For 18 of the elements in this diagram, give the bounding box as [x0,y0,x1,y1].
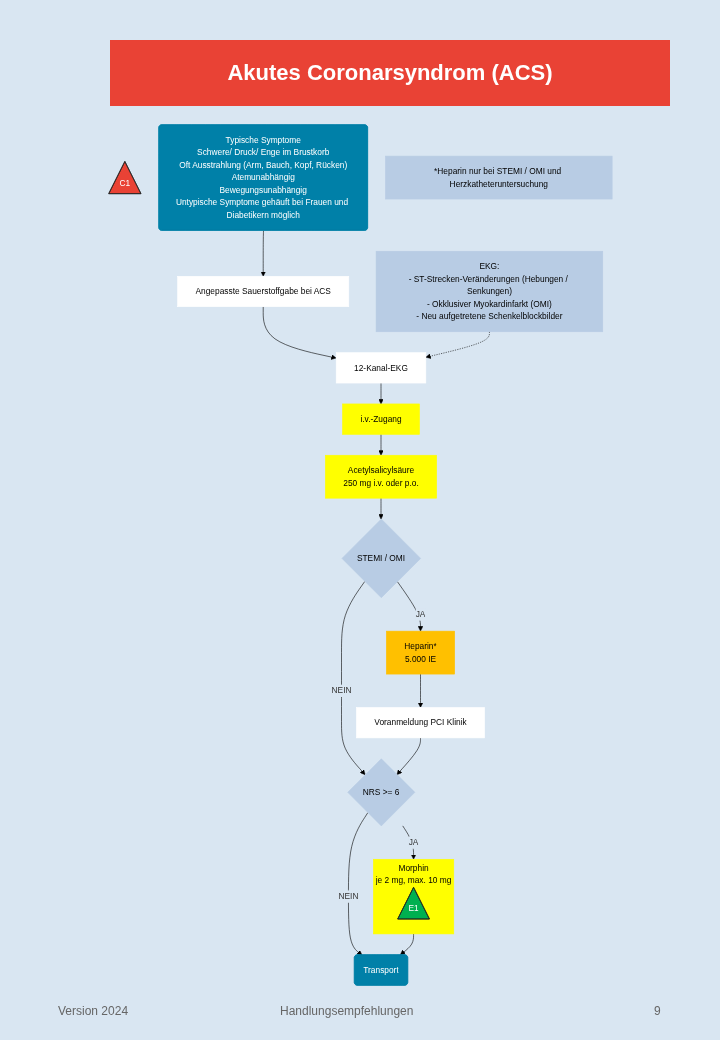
edge-label: JA [415,609,425,619]
edge-label: JA [408,837,418,848]
edge-label: NEIN [331,685,352,696]
node-diamond: NRS >= 6 [347,758,415,827]
node-box: i.v.-Zugang [341,403,420,435]
title-banner: Akutes Coronarsyndrom (ACS) [110,40,670,106]
edge-label: NEIN [338,891,358,902]
node-box: Angepasste Sauerstoffgabe bei ACS [176,276,349,307]
node-box: EKG: - ST-Strecken-Veränderungen (Hebungen / Senkungen) - Okklusiver Myokardinfarkt (OMI) - Neu aufgetretene Schenkelblockbilder [375,250,603,333]
node-box: Acetylsalicylsäure 250 mg i.v. oder p.o. [324,454,437,499]
node-box: Heparin* 5.000 IE [385,630,455,675]
node-box: 12-Kanal-EKG [335,352,426,384]
node-box: Voranmeldung PCI Klinik [355,707,485,739]
node-diamond: STEMI / OMI [341,518,421,599]
node-box: *Heparin nur bei STEMI / OMI und Herzkatheteruntersuchung [384,155,612,200]
footer-text: Version 2024 [58,1004,129,1018]
footer-text: Handlungsempfehlungen [280,1004,414,1018]
footer-text: 9 [654,1004,661,1018]
